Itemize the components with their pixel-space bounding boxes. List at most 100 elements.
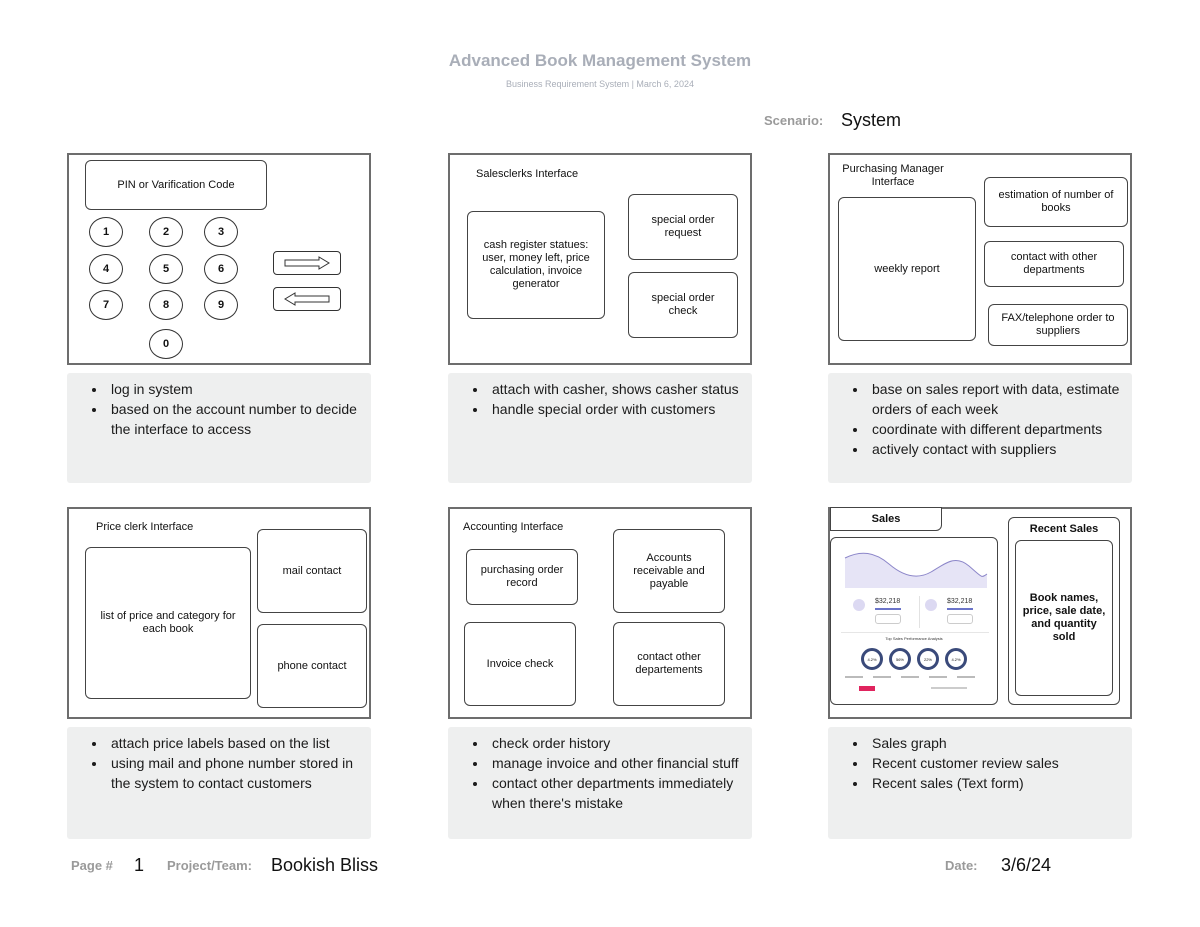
donut-title: Top Sales Performance Analysis [885, 636, 943, 641]
recent-sales-card[interactable]: Recent Sales Book names, price, sale dat… [1008, 517, 1120, 705]
note-item: attach with casher, shows casher status [488, 379, 742, 399]
next-button[interactable] [273, 251, 341, 275]
cash-register-box[interactable]: cash register statues: user, money left,… [467, 211, 605, 319]
stat-divider [919, 596, 920, 628]
accounting-notes: check order history manage invoice and o… [448, 727, 752, 839]
sales-panel: Sales $32,218 $32,218 Top Sales Performa… [828, 507, 1132, 719]
phone-contact-button[interactable]: phone contact [257, 624, 367, 708]
date-value: 3/6/24 [1001, 855, 1052, 875]
note-item: Recent customer review sales [868, 753, 1122, 773]
note-item: based on the account number to decide th… [107, 399, 361, 439]
invoice-check-button[interactable]: Invoice check [464, 622, 576, 706]
salesclerk-panel: Salesclerks Interface cash register stat… [448, 153, 752, 365]
key-9[interactable]: 9 [204, 290, 238, 320]
note-item: check order history [488, 733, 742, 753]
purchasing-notes: base on sales report with data, estimate… [828, 373, 1132, 483]
special-order-request-button[interactable]: special order request [628, 194, 738, 260]
project-team-label: Project/Team: [167, 858, 253, 873]
login-panel: PIN or Varification Code 1 2 3 4 5 6 7 8… [67, 153, 371, 365]
salesclerk-notes: attach with casher, shows casher status … [448, 373, 752, 483]
key-3[interactable]: 3 [204, 217, 238, 247]
panel-title: Purchasing Manager Interface [842, 163, 944, 188]
key-2[interactable]: 2 [149, 217, 183, 247]
note-item: attach price labels based on the list [107, 733, 361, 753]
panel-title: Salesclerks Interface [476, 168, 579, 180]
mail-contact-button[interactable]: mail contact [257, 529, 367, 613]
donut-1: 4.2% [861, 648, 883, 670]
key-7[interactable]: 7 [89, 290, 123, 320]
stat-line [947, 608, 973, 610]
price-clerk-panel: Price clerk Interface list of price and … [67, 507, 371, 719]
key-5[interactable]: 5 [149, 254, 183, 284]
fax-order-button[interactable]: FAX/telephone order to suppliers [988, 304, 1128, 346]
project-team-value: Bookish Bliss [271, 855, 379, 875]
donut-divider [841, 632, 989, 633]
stat-line [875, 608, 901, 610]
note-item: using mail and phone number stored in th… [107, 753, 361, 793]
sales-notes: Sales graph Recent customer review sales… [828, 727, 1132, 839]
arrow-left-icon [284, 292, 330, 306]
panel-title: Accounting Interface [463, 521, 564, 533]
contact-departments-button[interactable]: contact other departements [613, 622, 725, 706]
arrow-right-icon [284, 256, 330, 270]
key-1[interactable]: 1 [89, 217, 123, 247]
date-label: Date: [945, 858, 978, 873]
donut-4: 4.2% [945, 648, 967, 670]
stat-icon [925, 599, 937, 611]
price-list-box[interactable]: list of price and category for each book [85, 547, 251, 699]
note-item: coordinate with different departments [868, 419, 1122, 439]
accounts-button[interactable]: Accounts receivable and payable [613, 529, 725, 613]
stat-value: $32,218 [947, 598, 973, 605]
recent-sales-list[interactable]: Book names, price, sale date, and quanti… [1015, 540, 1113, 696]
back-button[interactable] [273, 287, 341, 311]
note-item: handle special order with customers [488, 399, 742, 419]
brand-logo-icon [859, 686, 875, 691]
sales-line [844, 552, 988, 577]
page-subtitle: Business Requirement System | March 6, 2… [506, 79, 694, 89]
note-item: Sales graph [868, 733, 1122, 753]
page-number-label: Page # [71, 858, 113, 873]
stat-pill [875, 614, 901, 624]
donut-value: 4.2% [951, 656, 961, 662]
stat-icon [853, 599, 865, 611]
stat-card-1: $32,218 [845, 596, 915, 630]
page-number-value: 1 [134, 855, 145, 875]
note-item: actively contact with suppliers [868, 439, 1122, 459]
footer-line [931, 687, 967, 689]
donut-value: 4.2% [867, 656, 877, 662]
scenario-value: System [841, 110, 902, 130]
donut-caption-line [845, 676, 981, 678]
contact-departments-button[interactable]: contact with other departments [984, 241, 1124, 287]
pin-input[interactable]: PIN or Varification Code [85, 160, 267, 210]
recent-sales-title: Recent Sales [1029, 523, 1099, 535]
stat-card-2: $32,218 [921, 596, 991, 630]
note-item: log in system [107, 379, 361, 399]
sales-graph-card[interactable]: $32,218 $32,218 Top Sales Performance An… [830, 537, 998, 705]
sales-line-chart [844, 552, 988, 588]
purchasing-record-button[interactable]: purchasing order record [466, 549, 578, 605]
key-8[interactable]: 8 [149, 290, 183, 320]
panel-title: Price clerk Interface [96, 521, 194, 533]
special-order-check-button[interactable]: special order check [628, 272, 738, 338]
weekly-report-box[interactable]: weekly report [838, 197, 976, 341]
estimation-button[interactable]: estimation of number of books [984, 177, 1128, 227]
note-item: Recent sales (Text form) [868, 773, 1122, 793]
key-0[interactable]: 0 [149, 329, 183, 359]
note-item: contact other departments immediately wh… [488, 773, 742, 813]
key-4[interactable]: 4 [89, 254, 123, 284]
sales-tab[interactable]: Sales [830, 507, 942, 531]
purchasing-panel: Purchasing Manager Interface weekly repo… [828, 153, 1132, 365]
donut-value: 56% [895, 656, 904, 662]
donut-3: 22% [917, 648, 939, 670]
key-6[interactable]: 6 [204, 254, 238, 284]
scenario-label: Scenario: [764, 113, 824, 128]
login-notes: log in system based on the account numbe… [67, 373, 371, 483]
accounting-panel: Accounting Interface purchasing order re… [448, 507, 752, 719]
donut-value: 22% [923, 656, 932, 662]
note-item: base on sales report with data, estimate… [868, 379, 1122, 419]
stat-value: $32,218 [875, 598, 901, 605]
stat-pill [947, 614, 973, 624]
donut-2: 56% [889, 648, 911, 670]
sales-area [845, 553, 987, 588]
price-clerk-notes: attach price labels based on the list us… [67, 727, 371, 839]
